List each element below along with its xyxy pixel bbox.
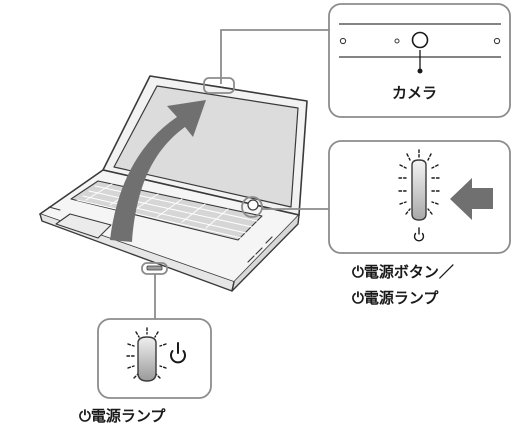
laptop (39, 75, 308, 292)
camera-callout (203, 3, 511, 118)
touchpad (55, 213, 112, 239)
power-lamp-label: ⏻電源ランプ (352, 289, 439, 307)
camera-label: カメラ (392, 84, 438, 102)
power-icon (413, 227, 425, 242)
power-button-callout (241, 140, 511, 254)
front-lamp-indicator (137, 336, 157, 382)
power-button-label: ⏻電源ボタン／ (352, 263, 454, 281)
deck-power-button (247, 199, 259, 211)
front-lamp-callout (97, 262, 212, 399)
bezel-camera (206, 84, 235, 90)
lift-lid-arrow-icon (110, 100, 206, 242)
power-button-highlight (241, 196, 263, 218)
power-lamp-indicator (411, 159, 427, 221)
camera-highlight (203, 77, 235, 94)
camera-lens-icon (411, 31, 429, 49)
power-icon (170, 342, 186, 364)
front-power-lamp-label: ⏻電源ランプ (79, 407, 166, 425)
front-power-lamp (146, 265, 163, 271)
push-arrow-icon (450, 178, 493, 220)
laptop-screen (113, 85, 299, 208)
